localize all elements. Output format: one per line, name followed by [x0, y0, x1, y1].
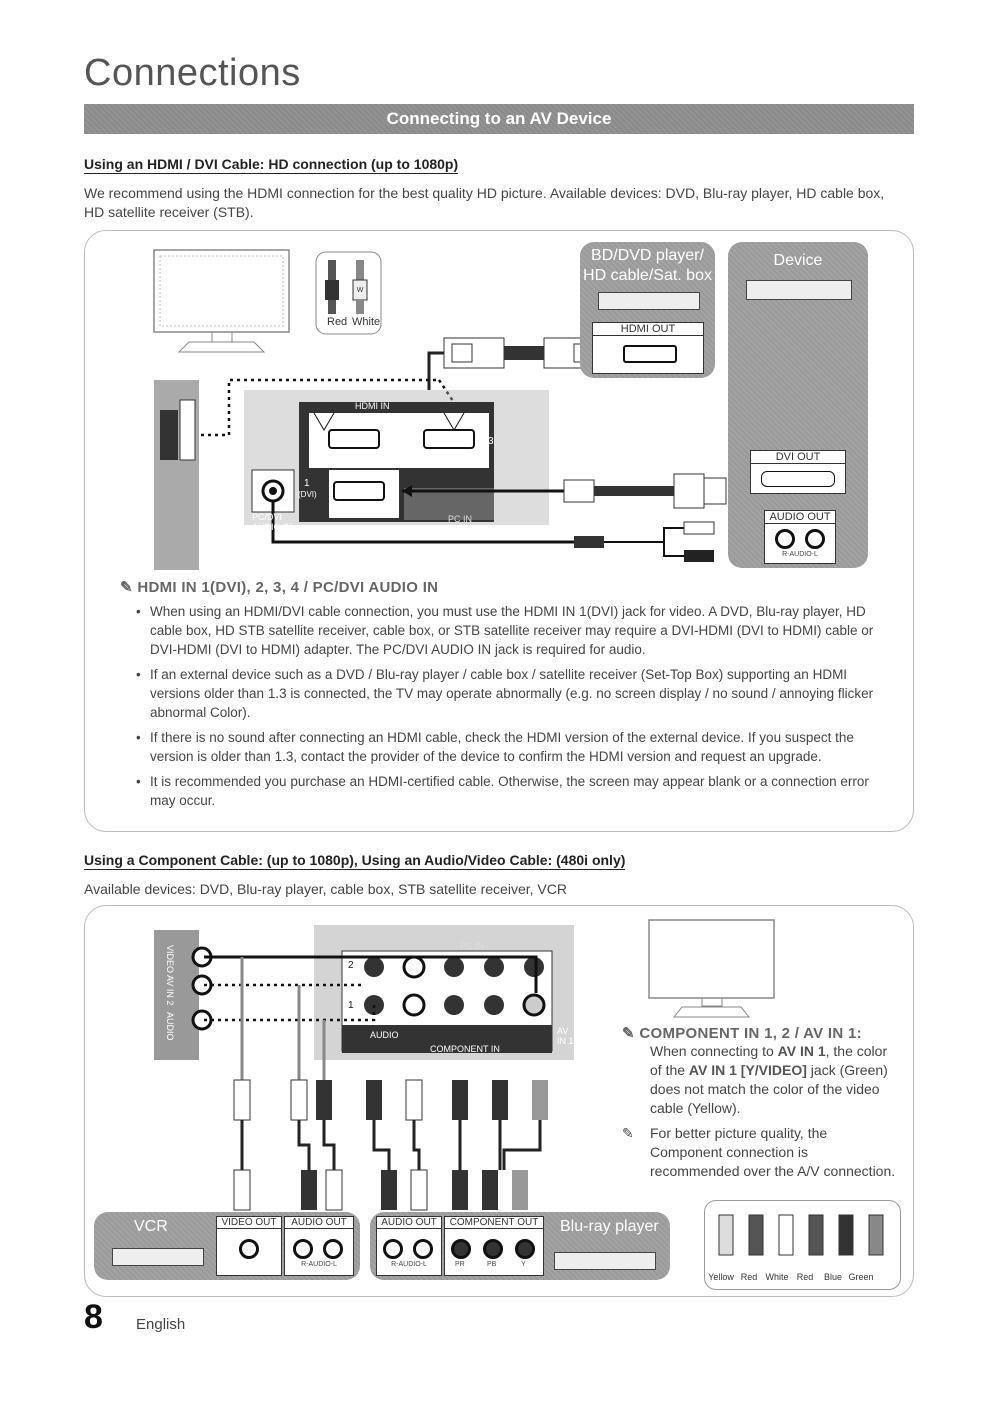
tv-hdmi-port1: 1: [304, 478, 310, 489]
section-banner: Connecting to an AV Device: [84, 104, 914, 134]
bd-dvd-device-box: BD/DVD player/ HD cable/Sat. box HDMI OU…: [580, 242, 715, 378]
dvi-out-port: DVI OUT: [750, 450, 846, 494]
vcr-audio-out-port: AUDIO OUT R-AUDIO-L: [284, 1216, 354, 1276]
avin1-label: AV IN 1: [557, 1026, 574, 1046]
component-diagram-panel: [84, 905, 914, 1297]
section2-heading: Using a Component Cable: (up to 1080p), …: [84, 852, 626, 870]
vcr-icon: [112, 1248, 204, 1266]
tv-pcdvi-audio-in-label: PC/DVI AUDIO IN: [252, 512, 293, 532]
hdmi-bullet-2: If an external device such as a DVD / Bl…: [136, 665, 896, 722]
tv-icon-2: [648, 919, 775, 1018]
comp-port1: 1: [348, 1000, 354, 1011]
hdmi-bullet-4: It is recommended you purchase an HDMI-c…: [136, 772, 896, 810]
audio-cable: [271, 501, 715, 562]
device-label: Device: [773, 252, 823, 269]
page-language: English: [136, 1316, 186, 1333]
cable-white: White: [765, 1272, 789, 1282]
section1-intro: We recommend using the HDMI connection f…: [84, 185, 885, 220]
cable-plugs-row2: [233, 1169, 528, 1211]
hdmi-connection-diagram: W: [153, 249, 727, 570]
hdmi-bullet-1: When using an HDMI/DVI cable connection,…: [136, 602, 896, 659]
cable-yellow: Yellow: [708, 1272, 734, 1282]
hdmi-bullet-3: If there is no sound after connecting an…: [136, 728, 896, 766]
tv-hdmi-port2: 2: [304, 436, 310, 447]
tv-side-panel: [154, 380, 199, 570]
comp-port2: 2: [348, 960, 354, 971]
hdmi-note-title: ✎ HDMI IN 1(DVI), 2, 3, 4 / PC/DVI AUDIO…: [120, 579, 439, 596]
banner-text: Connecting to an AV Device: [386, 109, 612, 128]
bd-dvd-label: BD/DVD player/ HD cable/Sat. box: [583, 247, 712, 284]
tv-back-panel: [244, 390, 549, 525]
component-in-label: COMPONENT IN: [430, 1044, 500, 1054]
tv-icon: [153, 249, 290, 353]
audio-out-port: AUDIO OUT R-AUDIO-L: [764, 510, 836, 564]
vcr-device-box: VCR VIDEO OUT AUDIO OUT R-AUDIO-L: [94, 1212, 360, 1280]
component-note-text: When connecting to AV IN 1, the color of…: [650, 1043, 888, 1116]
cable-blue: Blue: [823, 1272, 842, 1282]
vcr-video-out-port: VIDEO OUT: [216, 1216, 282, 1276]
cable-plug-icons: [718, 1214, 884, 1256]
rca-plug-legend: W: [315, 251, 382, 335]
section2-intro: Available devices: DVD, Blu-ray player, …: [84, 881, 567, 897]
cable-red-2: Red: [796, 1272, 814, 1282]
tv-pc-in-label: PC IN: [448, 514, 473, 524]
side-video-label: VIDEO: [165, 945, 175, 974]
bluray-label: Blu-ray player: [560, 1218, 659, 1235]
device-icon: [746, 280, 852, 300]
tv-hdmi-in-label: HDMI IN: [355, 401, 390, 411]
note-pencil-icon: ✎: [120, 579, 138, 596]
cable-plugs-row1: [233, 1079, 548, 1121]
tv-hdmi-port3: 3: [488, 436, 494, 447]
cable-red: Red: [740, 1272, 758, 1282]
component-note-title: ✎ COMPONENT IN 1, 2 / AV IN 1:: [622, 1025, 862, 1042]
legend-white-label: White: [352, 316, 381, 328]
hdmi-diagram-panel: [84, 230, 914, 832]
cable-color-labels: Yellow Red White Red Blue Green: [707, 1267, 875, 1285]
svg-text:W: W: [357, 287, 364, 294]
hdmi-note-bullets: When using an HDMI/DVI cable connection,…: [136, 602, 896, 816]
bd-component-out-port: COMPONENT OUT PR PB Y: [444, 1216, 544, 1276]
page-title: Connections: [84, 52, 301, 94]
comp-audio-label: AUDIO: [370, 1030, 399, 1040]
component-connection-diagram: [154, 919, 775, 1211]
bluray-player-icon: [554, 1252, 656, 1270]
bd-audio-out-port: AUDIO OUT R-AUDIO-L: [376, 1216, 442, 1276]
component-quality-note: ✎For better picture quality, the Compone…: [622, 1125, 896, 1179]
vcr-label: VCR: [134, 1218, 168, 1235]
side-audio-label: AUDIO: [165, 1012, 175, 1041]
bd-player-icon: [598, 292, 700, 310]
component-notes: ✎ COMPONENT IN 1, 2 / AV IN 1: When conn…: [622, 1024, 897, 1181]
side-avin2-label: AV IN 2: [165, 975, 175, 1006]
page-number: 8: [84, 1298, 103, 1336]
legend-red-label: Red: [327, 316, 348, 328]
note-pencil-icon: ✎: [622, 1125, 634, 1141]
section1-heading: Using an HDMI / DVI Cable: HD connection…: [84, 156, 459, 174]
comp-pc-in-label: PC IN: [460, 941, 485, 951]
hdmi-out-port: HDMI OUT: [592, 322, 704, 374]
tv-hdmi-port1-dvi: (DVI): [298, 490, 317, 499]
cable-green: Green: [848, 1272, 874, 1282]
cable-color-legend: Yellow Red White Red Blue Green: [704, 1200, 901, 1290]
dvi-cable: [402, 473, 727, 509]
dvi-device-box: Device DVI OUT AUDIO OUT R-AUDIO-L: [728, 242, 868, 568]
bluray-device-box: Blu-ray player AUDIO OUT R-AUDIO-L COMPO…: [370, 1212, 670, 1280]
note-pencil-icon: ✎: [622, 1025, 640, 1042]
